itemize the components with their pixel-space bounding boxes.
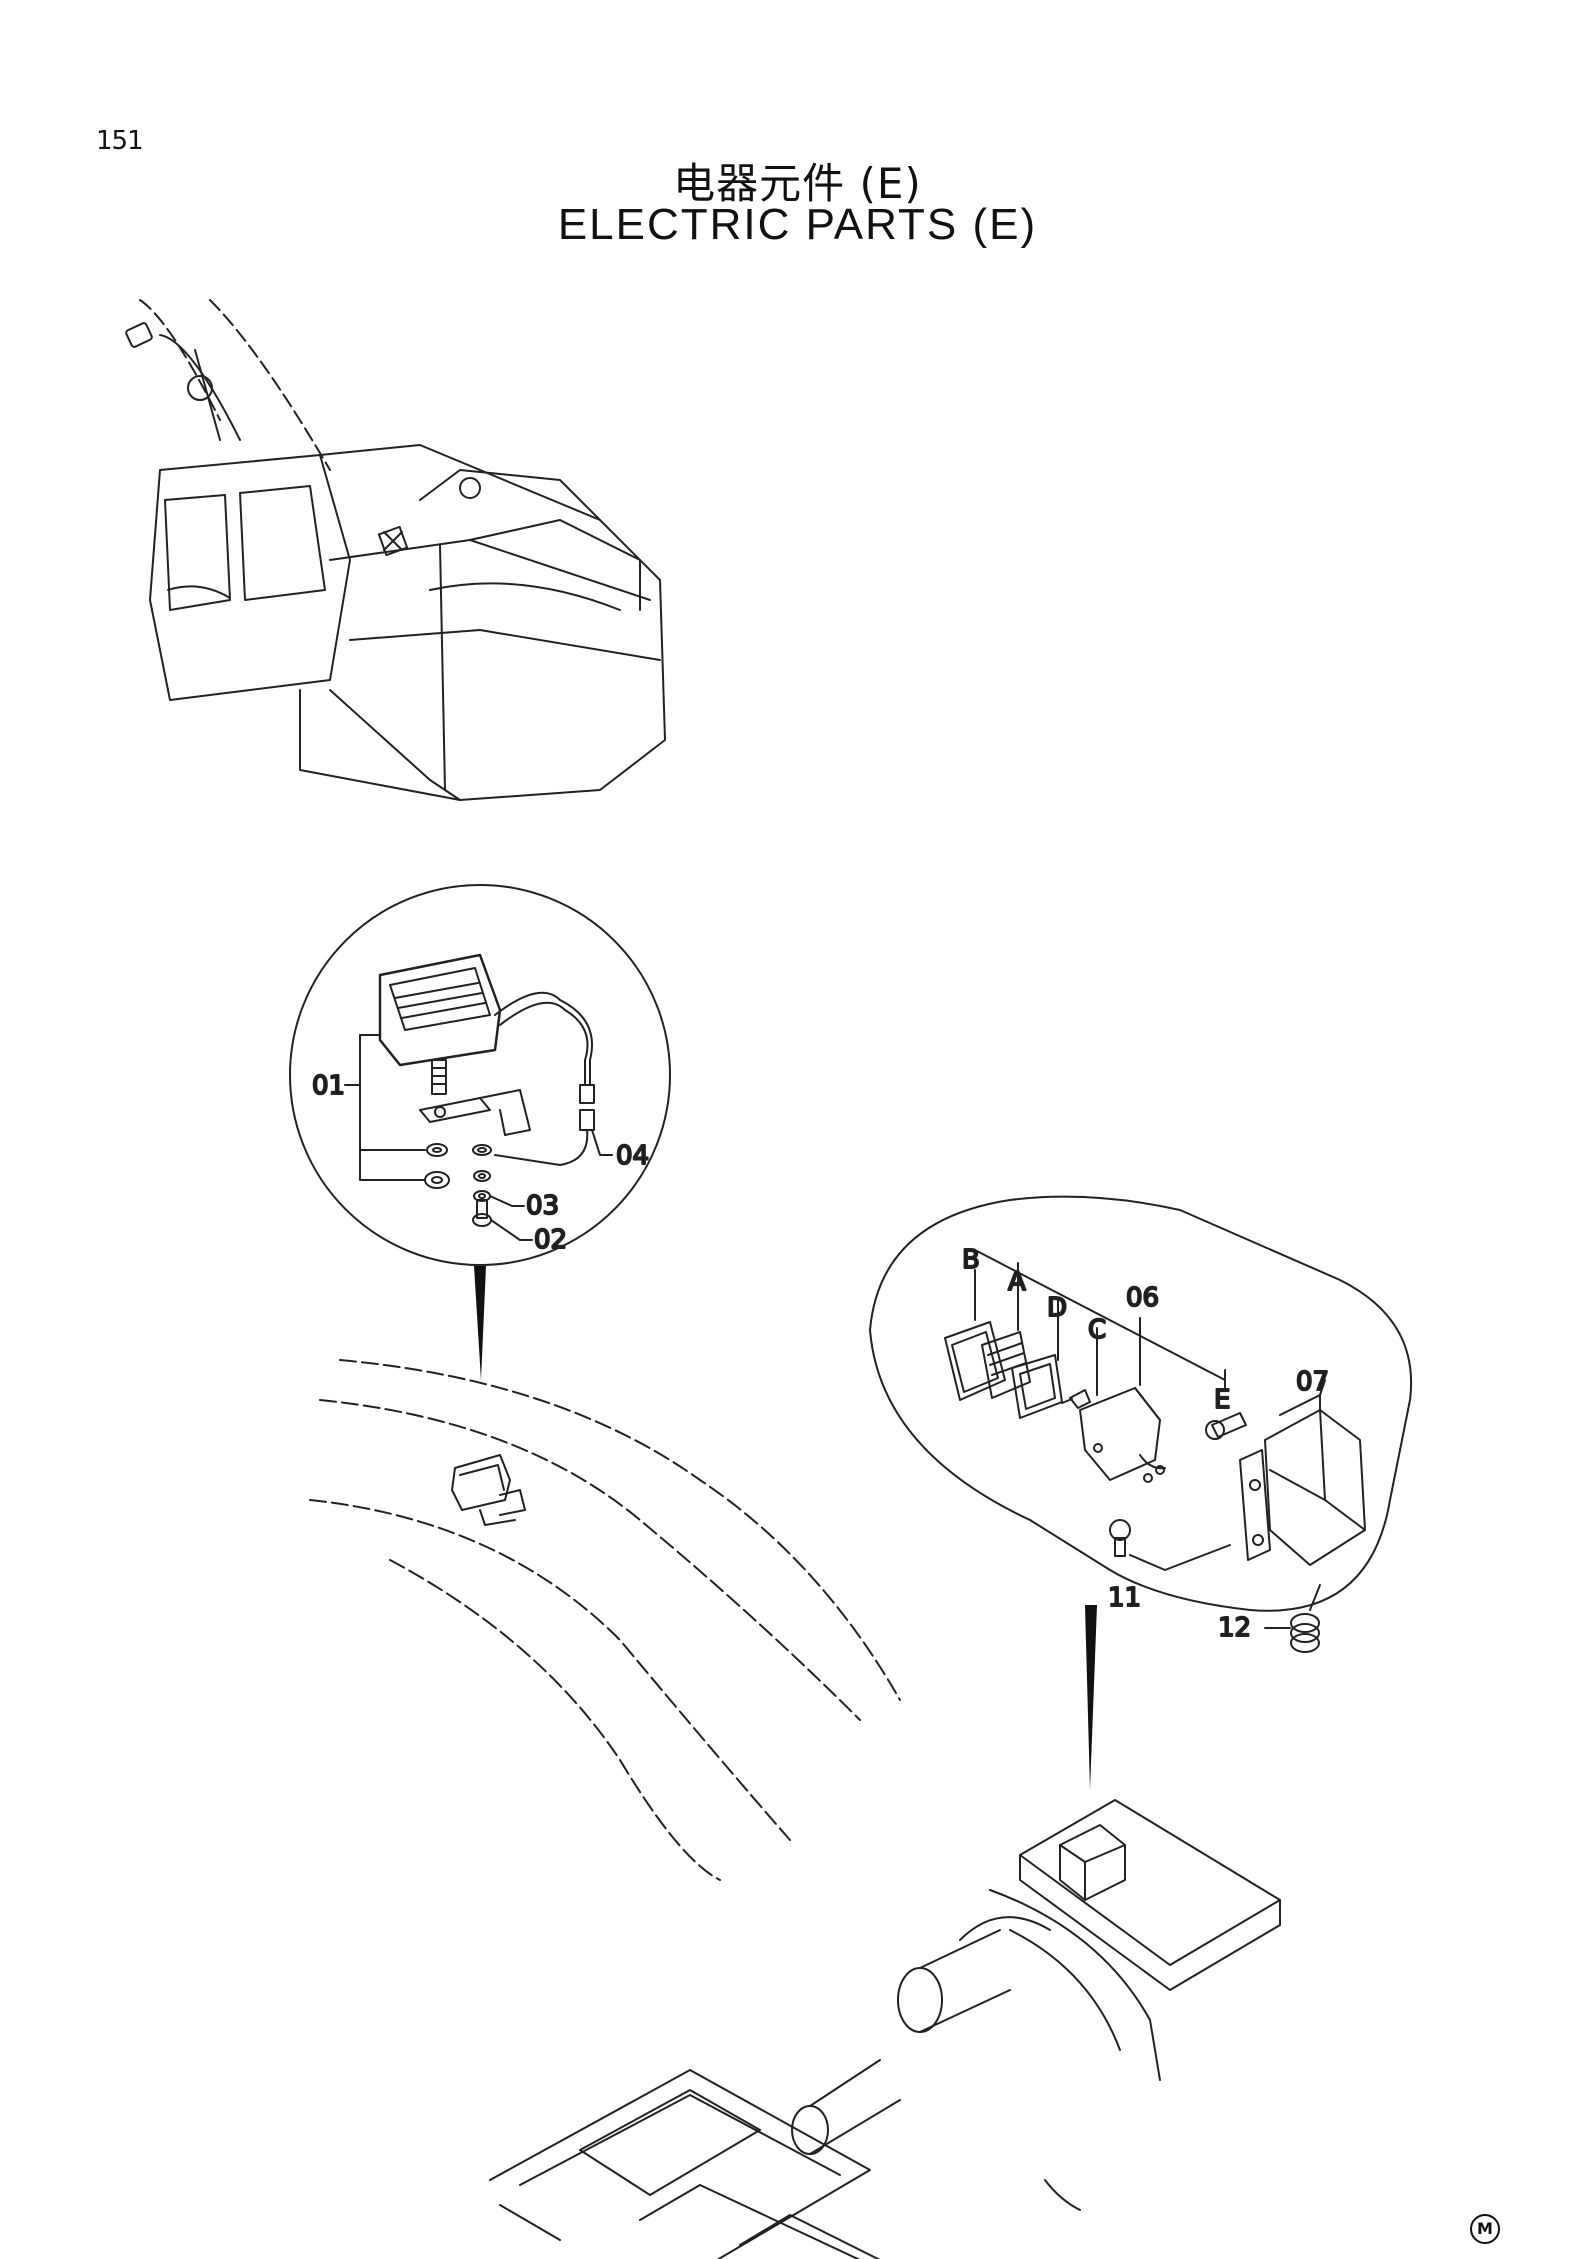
callout-E: E [1214, 1385, 1230, 1415]
title-chinese: 电器元件 (E) [673, 159, 922, 208]
excavator-overview [125, 299, 666, 801]
callout-12: 12 [1218, 1613, 1251, 1643]
callout-04: 04 [616, 1141, 649, 1171]
callout-03: 03 [526, 1191, 559, 1221]
machine-lower-view [309, 1359, 1281, 2259]
callout-C: C [1088, 1315, 1106, 1345]
callout-A: A [1008, 1267, 1026, 1297]
upper-detail-circle [289, 884, 671, 1380]
callout-B: B [962, 1245, 980, 1275]
callout-D: D [1047, 1293, 1067, 1323]
manufacturer-mark: M [1470, 2214, 1500, 2244]
callout-07: 07 [1296, 1367, 1329, 1397]
callout-06: 06 [1126, 1283, 1159, 1313]
callout-01: 01 [312, 1071, 345, 1101]
page-number: 151 [96, 126, 144, 156]
title-english: ELECTRIC PARTS (E) [557, 200, 1038, 249]
callout-11: 11 [1108, 1583, 1141, 1613]
lower-detail-circle [869, 1195, 1413, 1790]
callout-02: 02 [534, 1225, 567, 1255]
